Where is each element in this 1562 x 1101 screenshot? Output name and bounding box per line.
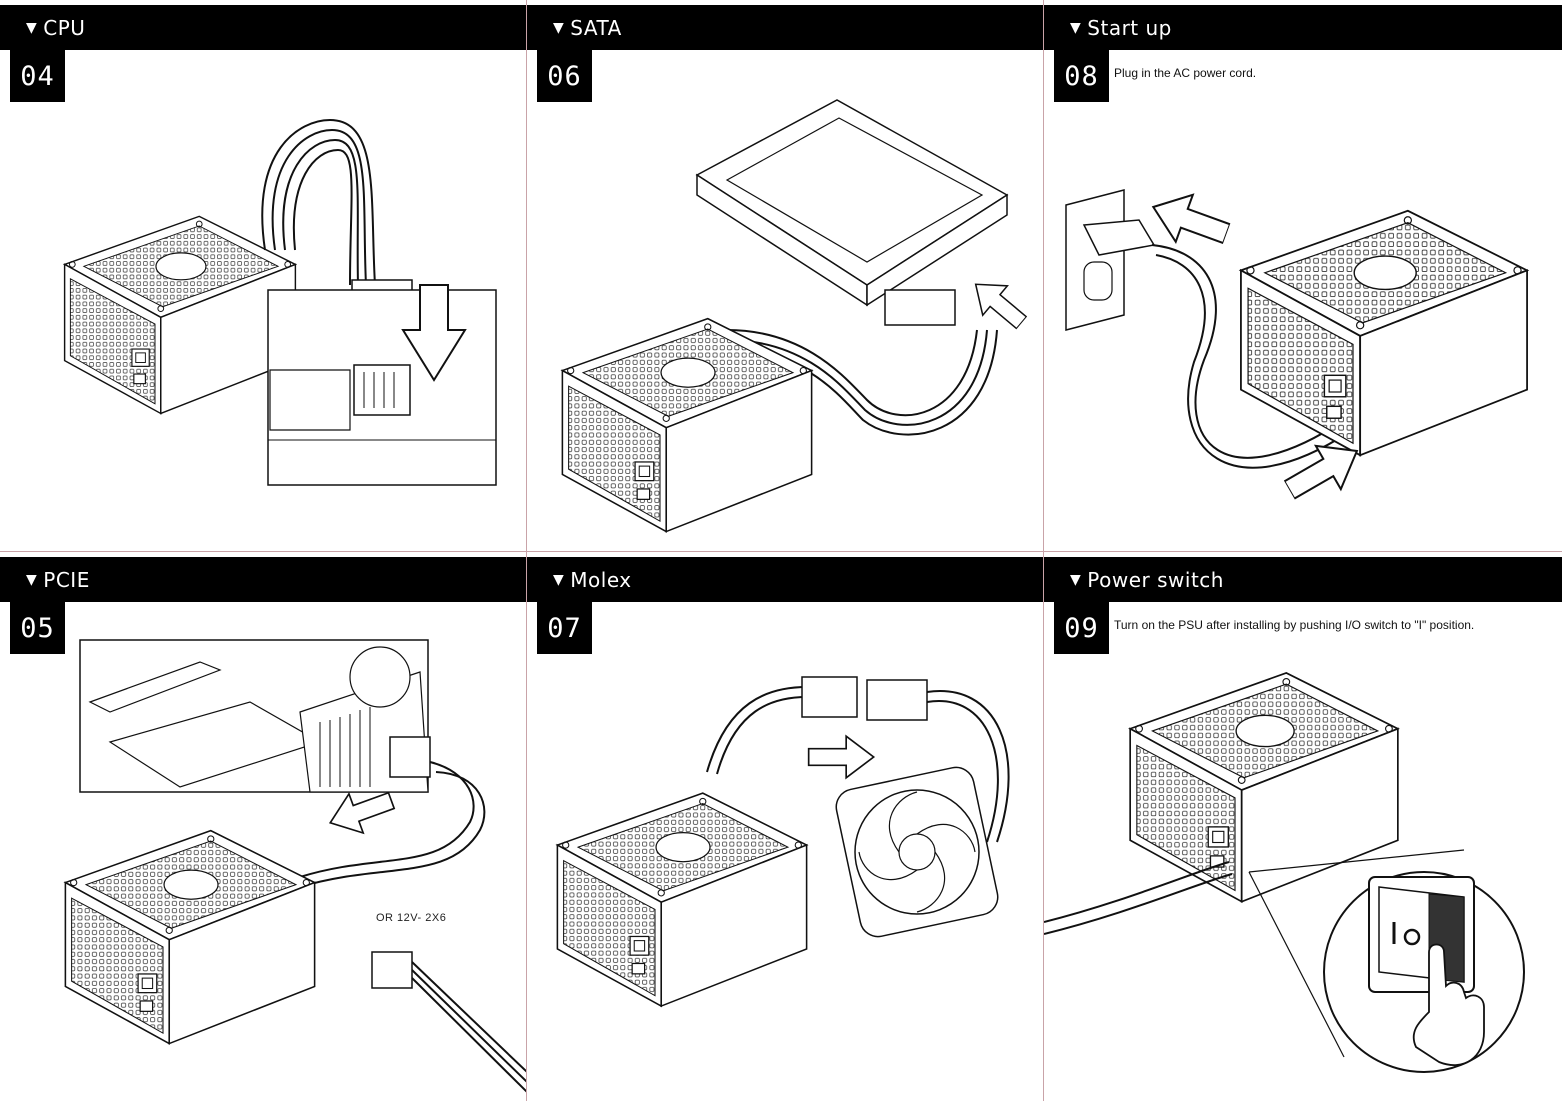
hard-drive-icon (697, 100, 1007, 305)
panel-title: Start up (1087, 15, 1172, 40)
panel-title: Power switch (1087, 567, 1224, 592)
connector-note: OR 12V- 2X6 (376, 912, 447, 924)
molex-illustration (556, 552, 1044, 1007)
step-number: 09 (1054, 602, 1109, 654)
panel-header: ▼ PCIE (0, 557, 526, 602)
cpu-illustration (63, 0, 527, 552)
arrow-icon (403, 285, 465, 380)
instruction-text: Turn on the PSU after installing by push… (1114, 618, 1475, 632)
panel-title: Molex (570, 567, 632, 592)
step-number: 05 (10, 602, 65, 654)
triangle-down-icon: ▼ (26, 571, 38, 588)
panel-title: PCIE (43, 567, 90, 592)
panel-cpu: ▼ CPU 04 (0, 0, 527, 552)
wall-outlet-icon (1066, 190, 1154, 330)
step-number: 04 (10, 50, 65, 102)
panel-header: ▼ Start up (1044, 5, 1562, 50)
arrow-icon (807, 735, 875, 779)
panel-header: ▼ Power switch (1044, 557, 1562, 602)
hand-pointer-icon (1414, 945, 1484, 1066)
triangle-down-icon: ▼ (1070, 19, 1082, 36)
panel-title: SATA (570, 15, 622, 40)
panel-header: ▼ CPU (0, 5, 526, 50)
arrow-icon (962, 268, 1035, 339)
panel-start-up: ▼ Start up 08 Plug in the AC power cord. (1044, 0, 1562, 552)
start-up-illustration (1044, 182, 1528, 513)
step-number: 06 (537, 50, 592, 102)
power-switch-illustration (1044, 672, 1562, 1101)
triangle-down-icon: ▼ (553, 571, 565, 588)
psu-icon (63, 215, 297, 415)
triangle-down-icon: ▼ (553, 19, 565, 36)
panel-title: CPU (43, 15, 86, 40)
panel-header: ▼ SATA (527, 5, 1043, 50)
triangle-down-icon: ▼ (26, 19, 38, 36)
sata-illustration (561, 0, 1035, 533)
step-number: 08 (1054, 50, 1109, 102)
rocker-switch-icon (1369, 877, 1474, 992)
step-number: 07 (537, 602, 592, 654)
fan-icon (833, 764, 1001, 940)
panel-sata: ▼ SATA 06 (527, 0, 1044, 552)
panel-pcie: ▼ PCIE 05 OR (0, 552, 527, 1101)
pcie-illustration (64, 552, 527, 1101)
panel-header: ▼ Molex (527, 557, 1043, 602)
panel-power-switch: ▼ Power switch 09 Turn on the PSU after … (1044, 552, 1562, 1101)
instruction-text: Plug in the AC power cord. (1114, 66, 1257, 80)
fan-icon (350, 647, 410, 707)
triangle-down-icon: ▼ (1070, 571, 1082, 588)
panel-molex: ▼ Molex 07 (527, 552, 1044, 1101)
